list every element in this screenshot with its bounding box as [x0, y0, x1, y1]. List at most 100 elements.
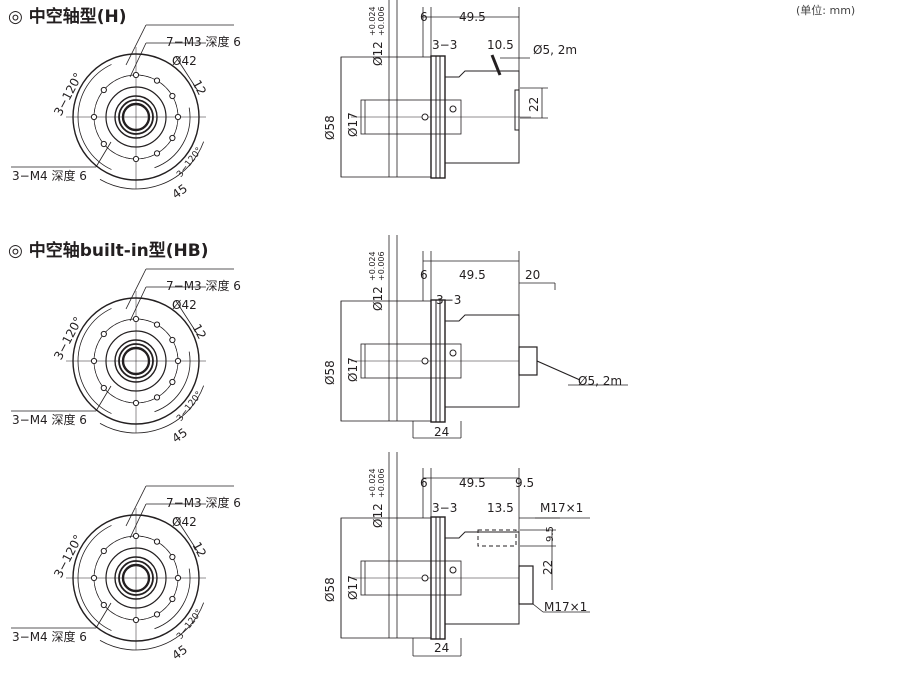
label-bore: Ø12 [371, 503, 385, 528]
set-screw [449, 349, 457, 357]
m3-hole [169, 378, 176, 386]
m3-hole [132, 155, 140, 163]
label-dim-49-5: 49.5 [459, 268, 486, 282]
m4-hole [100, 140, 107, 148]
angle-arc-120 [77, 64, 112, 170]
label-dim-9-5b: 9.5 [545, 526, 556, 542]
connector-top-dashed [477, 529, 517, 547]
side-view-2 [340, 235, 628, 439]
label-m4-holes: 3−M4 深度 6 [12, 413, 87, 427]
side-view-3 [340, 452, 590, 657]
m3-hole [169, 336, 176, 344]
leader-42-arrow [129, 286, 147, 322]
m3-hole [153, 150, 161, 157]
label-m3-holes: 7−M3 深度 6 [166, 496, 241, 510]
label-dim-22: 22 [527, 96, 541, 112]
dim-arc-45 [99, 385, 205, 434]
leader-m3-arrow [125, 24, 147, 66]
label-dim-49-5: 49.5 [459, 10, 486, 24]
front-view-2 [11, 268, 234, 434]
dim-12-line [175, 517, 199, 553]
leader-m3-arrow [125, 485, 147, 527]
m4-hole [100, 384, 107, 392]
label-cable: Ø5, 2m [533, 43, 578, 57]
dim-12-line [175, 56, 199, 92]
label-dim-20: 20 [525, 268, 541, 282]
section-title-hb: ◎ 中空轴built-in型(HB) [8, 241, 209, 261]
m3-hole [153, 611, 161, 618]
label-connector-top: M17×1 [540, 501, 584, 515]
label-connector-bottom: M17×1 [544, 600, 588, 614]
label-bore: Ø12 [371, 41, 385, 66]
label-dia-17: Ø17 [346, 357, 360, 382]
m3-hole [174, 574, 182, 582]
label-m4-holes: 3−M4 深度 6 [12, 169, 87, 183]
set-screw [421, 113, 429, 121]
m3-hole [174, 113, 182, 121]
set-screw [421, 357, 429, 365]
label-dim-13-5: 13.5 [487, 501, 514, 515]
m3-hole [153, 321, 161, 328]
label-dia-42: Ø42 [172, 298, 197, 312]
m3-hole [169, 134, 176, 142]
connector-radial [518, 565, 534, 605]
m4-hole [90, 357, 98, 365]
front-view-3 [11, 485, 234, 651]
m3-hole [132, 71, 140, 79]
label-dim-24: 24 [434, 641, 450, 655]
dim-arc-45 [99, 602, 205, 651]
m4-hole [100, 86, 107, 94]
m3-hole [169, 553, 176, 561]
m3-hole [153, 77, 161, 84]
m3-hole [132, 399, 140, 407]
label-cable: Ø5, 2m [578, 374, 623, 388]
set-screw [421, 574, 429, 582]
leader-42-arrow [129, 503, 147, 539]
angle-arc-120 [77, 525, 112, 631]
leader-m4-arrow [95, 141, 112, 168]
label-dim-24: 24 [434, 425, 450, 439]
m4-hole [100, 547, 107, 555]
dim-arc-small [154, 107, 191, 169]
m3-hole [153, 394, 161, 401]
cable [536, 360, 581, 381]
label-m4-holes: 3−M4 深度 6 [12, 630, 87, 644]
m3-hole [132, 616, 140, 624]
label-dia-17: Ø17 [346, 575, 360, 600]
label-bore-tol-upper: +0.024 [368, 468, 377, 498]
m3-hole [153, 538, 161, 545]
m4-hole [90, 574, 98, 582]
label-dia-42: Ø42 [172, 54, 197, 68]
label-bore-tol-lower: +0.006 [377, 468, 386, 498]
front-view-1 [11, 24, 234, 190]
label-m3-holes: 7−M3 深度 6 [166, 35, 241, 49]
leader-42-arrow [129, 42, 147, 78]
label-bore: Ø12 [371, 286, 385, 311]
label-dia-58: Ø58 [323, 115, 337, 140]
label-dim-6: 6 [420, 10, 428, 24]
m3-hole [132, 532, 140, 540]
label-bore-tol-upper: +0.024 [368, 6, 377, 36]
label-bore-tol-lower: +0.006 [377, 6, 386, 36]
cable-gland [518, 346, 538, 376]
label-dim-3-3: 3−3 [432, 501, 458, 515]
leader-connector-bottom [532, 603, 544, 613]
label-m3-holes: 7−M3 深度 6 [166, 279, 241, 293]
label-dim-10-5: 10.5 [487, 38, 514, 52]
m3-hole [174, 357, 182, 365]
m3-hole [169, 595, 176, 603]
cable-stub [490, 54, 502, 76]
label-dim-3-3: 3−3 [432, 38, 458, 52]
label-dim-22: 22 [541, 559, 555, 575]
label-dia-17: Ø17 [346, 112, 360, 137]
leader-m4-arrow [95, 385, 112, 412]
m4-hole [100, 330, 107, 338]
dim-arc-small [154, 351, 191, 413]
set-screw [449, 566, 457, 574]
dim-arc-small [154, 568, 191, 630]
label-dim-9-5: 9.5 [515, 476, 535, 490]
section-title-h: ◎ 中空轴型(H) [8, 7, 127, 27]
set-screw [449, 105, 457, 113]
label-dim-49-5: 49.5 [459, 476, 486, 490]
